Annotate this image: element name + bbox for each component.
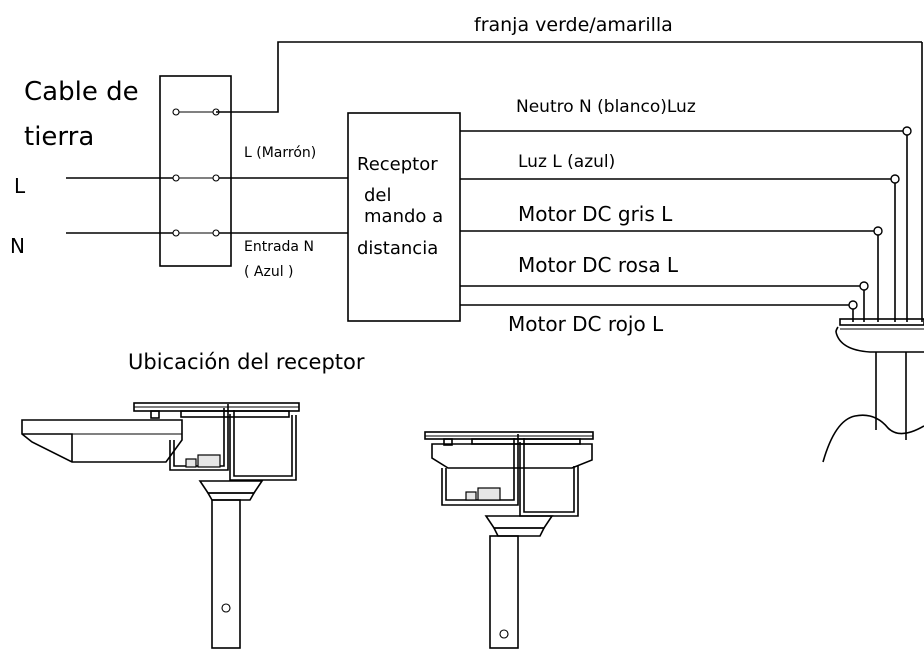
- left-mount-illustration: [21, 402, 300, 649]
- out-red-label: Motor DC rojo L: [508, 312, 664, 336]
- right-mount-illustration: [424, 431, 594, 649]
- receiver-label-line4: distancia: [357, 238, 439, 259]
- input-l-label: L: [14, 174, 26, 198]
- input-n-label: N: [10, 234, 25, 258]
- receiver-label-line3: mando a: [364, 206, 444, 227]
- terminal-switches: [172, 108, 220, 237]
- ground-cable-label-line1: Cable de: [24, 77, 139, 107]
- out-pink-label: Motor DC rosa L: [518, 253, 679, 277]
- receiver-label-line1: Receptor: [357, 154, 438, 175]
- ground-wire: [216, 41, 922, 113]
- l-brown-label: L (Marrón): [244, 145, 317, 161]
- ground-cable-label-line2: tierra: [24, 122, 95, 152]
- fan-motor-housing: [822, 318, 924, 463]
- terminal-block: [159, 75, 232, 267]
- out-grey-label: Motor DC gris L: [518, 202, 673, 226]
- n-in-label-line1: Entrada N: [244, 239, 314, 255]
- receiver-label-line2: del: [364, 185, 392, 206]
- receiver-location-label: Ubicación del receptor: [128, 350, 365, 374]
- n-in-label-line2: ( Azul ): [244, 264, 294, 280]
- output-wires: [460, 42, 923, 322]
- out-neutral-label: Neutro N (blanco)Luz: [516, 97, 696, 117]
- receiver-box: [347, 112, 461, 322]
- out-light-label: Luz L (azul): [518, 152, 616, 172]
- ground-stripe-label: franja verde/amarilla: [474, 14, 673, 36]
